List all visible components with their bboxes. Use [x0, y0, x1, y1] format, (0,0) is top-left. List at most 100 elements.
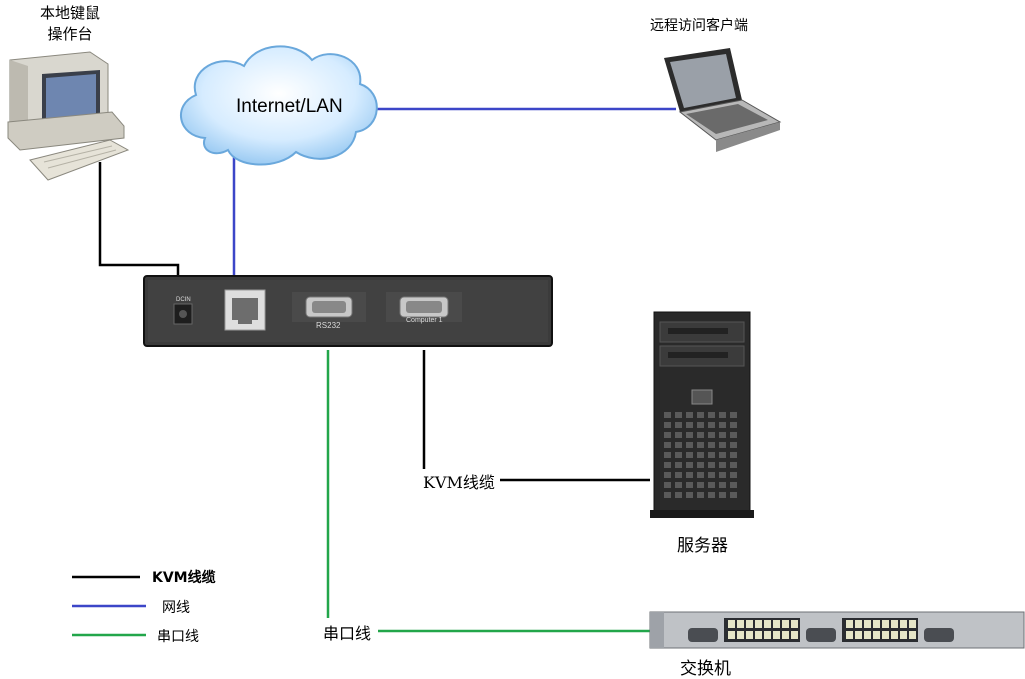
- switch-port: [764, 631, 771, 639]
- local-console-label-line1: 本地键鼠: [39, 4, 100, 22]
- server-vent: [708, 412, 715, 418]
- server-vent: [697, 462, 704, 468]
- switch-port: [855, 631, 862, 639]
- server-vent: [675, 492, 682, 498]
- switch-port: [891, 620, 898, 628]
- switch-port: [737, 631, 744, 639]
- server-vent: [708, 472, 715, 478]
- server-vent: [708, 422, 715, 428]
- server-vent: [730, 462, 737, 468]
- server-vent: [708, 452, 715, 458]
- server-vent: [719, 432, 726, 438]
- server-vent: [719, 452, 726, 458]
- server-vent: [675, 412, 682, 418]
- switch-port: [882, 620, 889, 628]
- server-vent: [675, 462, 682, 468]
- server-vent: [686, 432, 693, 438]
- server-vent: [730, 412, 737, 418]
- server-vent: [708, 442, 715, 448]
- switch-port: [846, 620, 853, 628]
- switch-port: [755, 631, 762, 639]
- server-vent: [719, 422, 726, 428]
- server-vent: [697, 422, 704, 428]
- serial-line-label: 串口线: [321, 620, 374, 644]
- server-vent: [708, 482, 715, 488]
- server-vent: [697, 442, 704, 448]
- switch-port: [728, 620, 735, 628]
- server-vent: [719, 442, 726, 448]
- server-vent: [664, 462, 671, 468]
- server-vent: [719, 482, 726, 488]
- switch-port: [782, 620, 789, 628]
- switch-port: [737, 620, 744, 628]
- computer-port-label: Computer 1: [406, 317, 443, 324]
- server-vent: [697, 482, 704, 488]
- switch-port: [846, 631, 853, 639]
- server-vent: [675, 482, 682, 488]
- switch-port: [900, 631, 907, 639]
- kvm-cable-label: KVM线缆: [421, 469, 497, 493]
- switch-port: [764, 620, 771, 628]
- server-vent: [686, 442, 693, 448]
- local-console-label: 本地键鼠 操作台: [30, 3, 110, 45]
- network-switch-icon: [649, 611, 1025, 649]
- switch-port: [791, 620, 798, 628]
- switch-port: [873, 631, 880, 639]
- switch-port: [773, 631, 780, 639]
- server-vent: [675, 452, 682, 458]
- server-vent: [675, 442, 682, 448]
- server-vent: [664, 472, 671, 478]
- server-vent: [730, 422, 737, 428]
- server-vent: [730, 442, 737, 448]
- server-vent: [664, 422, 671, 428]
- switch-port: [728, 631, 735, 639]
- remote-client-label: 远程访问客户端: [650, 18, 748, 34]
- server-vent: [664, 412, 671, 418]
- switch-port: [909, 631, 916, 639]
- server-vent: [697, 432, 704, 438]
- server-vent: [686, 452, 693, 458]
- rs232-port-label: RS232: [316, 321, 341, 330]
- switch-port: [864, 631, 871, 639]
- server-vent: [664, 442, 671, 448]
- server-vent: [708, 432, 715, 438]
- switch-port: [891, 631, 898, 639]
- server-vent: [719, 412, 726, 418]
- server-vent: [664, 492, 671, 498]
- server-vent: [708, 462, 715, 468]
- switch-port: [864, 620, 871, 628]
- local-console-label-line2: 操作台: [47, 25, 93, 43]
- kvm-device: [143, 275, 553, 347]
- laptop-icon: [664, 48, 782, 152]
- server-label: 服务器: [677, 536, 728, 556]
- switch-port: [773, 620, 780, 628]
- cloud-label: Internet/LAN: [236, 96, 343, 117]
- server-vent: [697, 492, 704, 498]
- server-vent: [686, 412, 693, 418]
- server-vent: [664, 432, 671, 438]
- kvm-cable-local-console: [98, 162, 180, 278]
- server-icon: [650, 311, 754, 518]
- server-vent: [730, 472, 737, 478]
- server-vent: [686, 482, 693, 488]
- server-vent: [664, 452, 671, 458]
- server-vent: [686, 462, 693, 468]
- switch-port: [746, 620, 753, 628]
- server-vent: [697, 452, 704, 458]
- switch-port: [791, 631, 798, 639]
- server-vent: [686, 422, 693, 428]
- server-vent: [708, 492, 715, 498]
- server-vent: [730, 432, 737, 438]
- server-vent: [697, 472, 704, 478]
- switch-port: [855, 620, 862, 628]
- server-vent: [730, 492, 737, 498]
- switch-port: [755, 620, 762, 628]
- server-vent: [719, 492, 726, 498]
- switch-port: [882, 631, 889, 639]
- server-vent: [686, 492, 693, 498]
- server-vent: [730, 482, 737, 488]
- dc-in-port-label: DCIN: [176, 297, 191, 303]
- switch-port: [873, 620, 880, 628]
- switch-port: [900, 620, 907, 628]
